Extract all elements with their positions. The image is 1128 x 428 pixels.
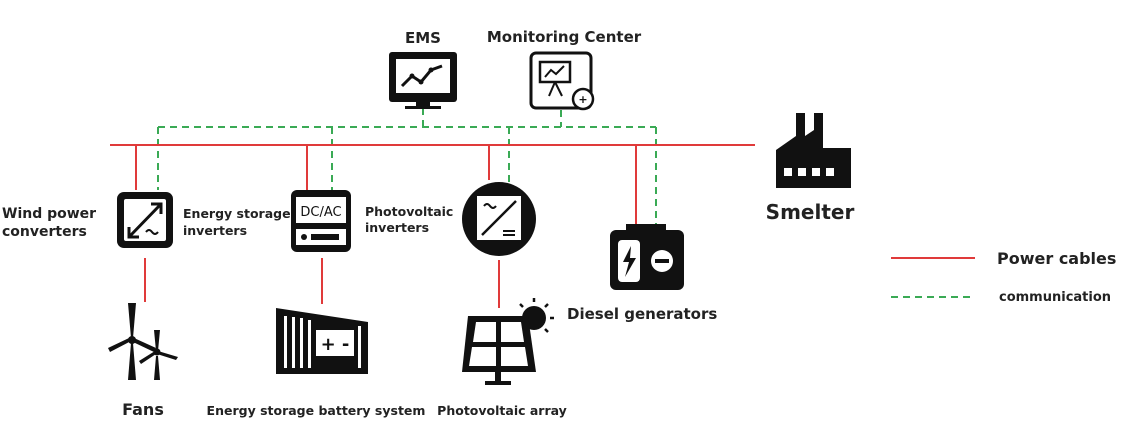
monitoring-center-icon: + (529, 51, 595, 111)
wind-power-converters-label-line1: Wind power (2, 206, 96, 222)
smelter-label: Smelter (766, 200, 855, 224)
photovoltaic-array-label: Photovoltaic array (437, 403, 567, 418)
communication-lines (157, 108, 657, 226)
photovoltaic-inverters-label-line1: Photovoltaic (365, 204, 453, 219)
diesel-generators-label: Diesel generators (567, 305, 717, 323)
factory-icon (776, 113, 851, 188)
legend-power-cables-label: Power cables (997, 249, 1116, 268)
wind-converter-icon (117, 192, 173, 248)
legend-communication-label: communication (999, 290, 1111, 305)
svg-text:+ -: + - (321, 334, 350, 355)
pv-inverter-icon (462, 182, 536, 256)
fans-label: Fans (122, 400, 164, 419)
monitoring-center-label: Monitoring Center (487, 28, 642, 46)
energy-storage-battery-system-label: Energy storage battery system (207, 403, 426, 418)
energy-storage-inverter-icon: DC/AC (291, 190, 351, 252)
power-lines (110, 144, 755, 308)
labels: EMS Monitoring Center Smelter Wind power… (2, 28, 854, 419)
diesel-generator-icon (610, 224, 684, 290)
energy-storage-inverters-label-line1: Energy storage (183, 206, 291, 221)
svg-text:+: + (578, 93, 587, 106)
wind-power-converters-label-line2: converters (2, 224, 87, 240)
photovoltaic-inverters-label-line2: inverters (365, 220, 429, 235)
ems-monitor-icon (389, 52, 457, 109)
battery-container-icon: + - (276, 308, 368, 374)
wind-turbine-icon (108, 303, 178, 380)
ems-label: EMS (405, 29, 441, 47)
energy-storage-inverters-label-line2: inverters (183, 223, 247, 238)
solar-panel-icon (462, 298, 554, 385)
legend: Power cables communication (891, 249, 1116, 305)
dcac-label: DC/AC (300, 205, 341, 220)
